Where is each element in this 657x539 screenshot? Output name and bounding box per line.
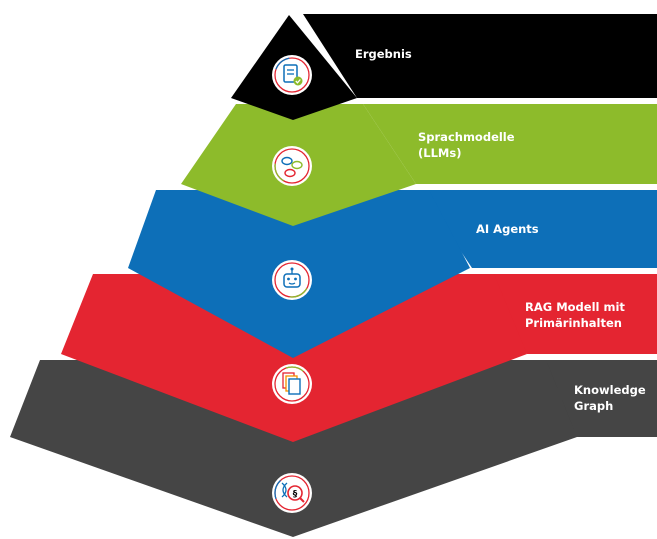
label-rag: RAG Modell mit Primärinhalten (525, 300, 629, 330)
band-rag (476, 274, 657, 354)
icons: § (272, 55, 312, 513)
band-sprachmodelle (363, 104, 657, 184)
label-sprachmodelle: Sprachmodelle (LLMs) (418, 130, 519, 160)
layer-rag (61, 274, 527, 442)
svg-text:§: § (293, 490, 298, 500)
pyramid-layers (10, 15, 577, 537)
documents-stack-icon (272, 364, 312, 404)
band-knowledge-graph (532, 360, 657, 437)
band-ai-agents (420, 190, 657, 268)
dna-paragraph-search-icon: § (272, 473, 312, 513)
label-knowledge-graph: Knowledge Graph (574, 383, 650, 413)
label-sprachmodelle-line-2: (LLMs) (418, 146, 461, 160)
label-ai-agents: AI Agents (476, 222, 539, 236)
label-sprachmodelle-line-1: Sprachmodelle (418, 130, 515, 144)
label-knowledge-graph-line-2: Graph (574, 399, 613, 413)
layer-knowledge-graph (10, 360, 577, 537)
label-ergebnis: Ergebnis (355, 47, 412, 61)
robot-icon (272, 260, 312, 300)
label-bands (303, 14, 657, 437)
band-labels: Ergebnis Sprachmodelle (LLMs) AI Agents … (355, 47, 650, 413)
label-knowledge-graph-line-1: Knowledge (574, 383, 646, 397)
label-ergebnis-line: Ergebnis (355, 47, 412, 61)
chat-bubbles-icon (272, 146, 312, 186)
band-ergebnis (303, 14, 657, 98)
document-check-icon (272, 55, 312, 95)
label-rag-line-1: RAG Modell mit (525, 300, 625, 314)
label-rag-line-2: Primärinhalten (525, 316, 622, 330)
label-ai-agents-line: AI Agents (476, 222, 539, 236)
